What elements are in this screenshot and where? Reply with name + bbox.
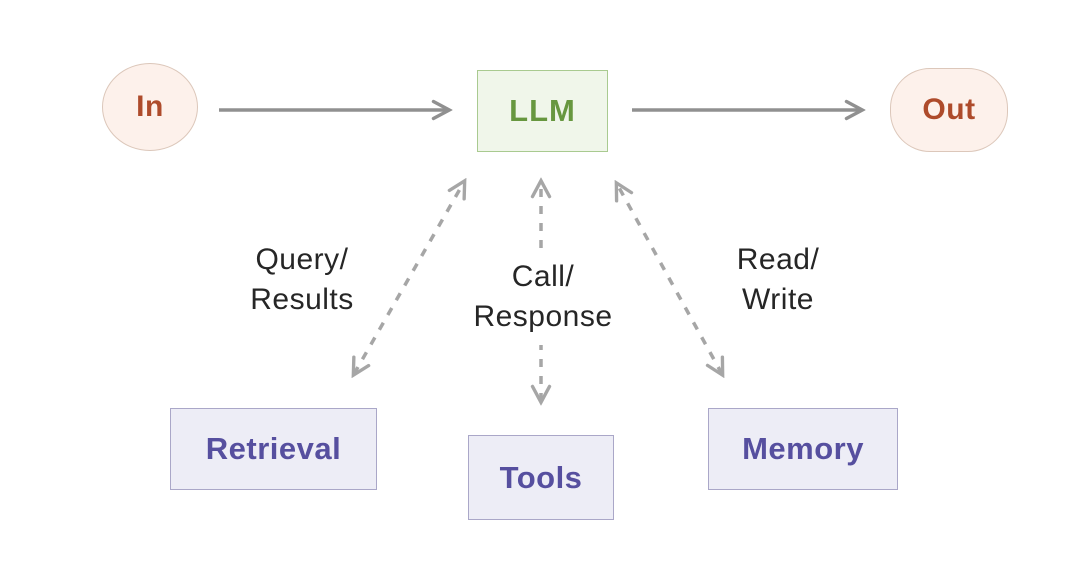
in-node-label: In — [136, 90, 164, 123]
read-write-line2: Write — [742, 283, 814, 316]
llm-memory-dashed-arrow — [617, 184, 722, 374]
retrieval-node-label: Retrieval — [205, 431, 342, 466]
query-results-line2: Results — [250, 283, 354, 316]
tools-node: Tools — [468, 435, 614, 520]
tools-node-label: Tools — [499, 459, 583, 495]
call-response-line1: Call/ — [511, 260, 575, 293]
query-results-edge-label: Query/ Results — [250, 240, 354, 320]
out-node: Out — [890, 68, 1008, 152]
call-response-line2: Response — [473, 300, 613, 333]
llm-retrieval-dashed-arrow — [354, 182, 464, 374]
read-write-line1: Read/ — [736, 243, 820, 276]
call-response-edge-label: Call/ Response — [457, 249, 629, 345]
query-results-line1: Query/ — [255, 243, 349, 276]
in-node: In — [102, 63, 198, 151]
llm-node: LLM — [477, 70, 608, 152]
out-node-label: Out — [922, 93, 976, 126]
llm-node-label: LLM — [509, 93, 576, 128]
memory-node: Memory — [708, 408, 898, 490]
retrieval-node: Retrieval — [170, 408, 377, 490]
read-write-edge-label: Read/ Write — [737, 240, 820, 320]
memory-node-label: Memory — [742, 431, 864, 466]
